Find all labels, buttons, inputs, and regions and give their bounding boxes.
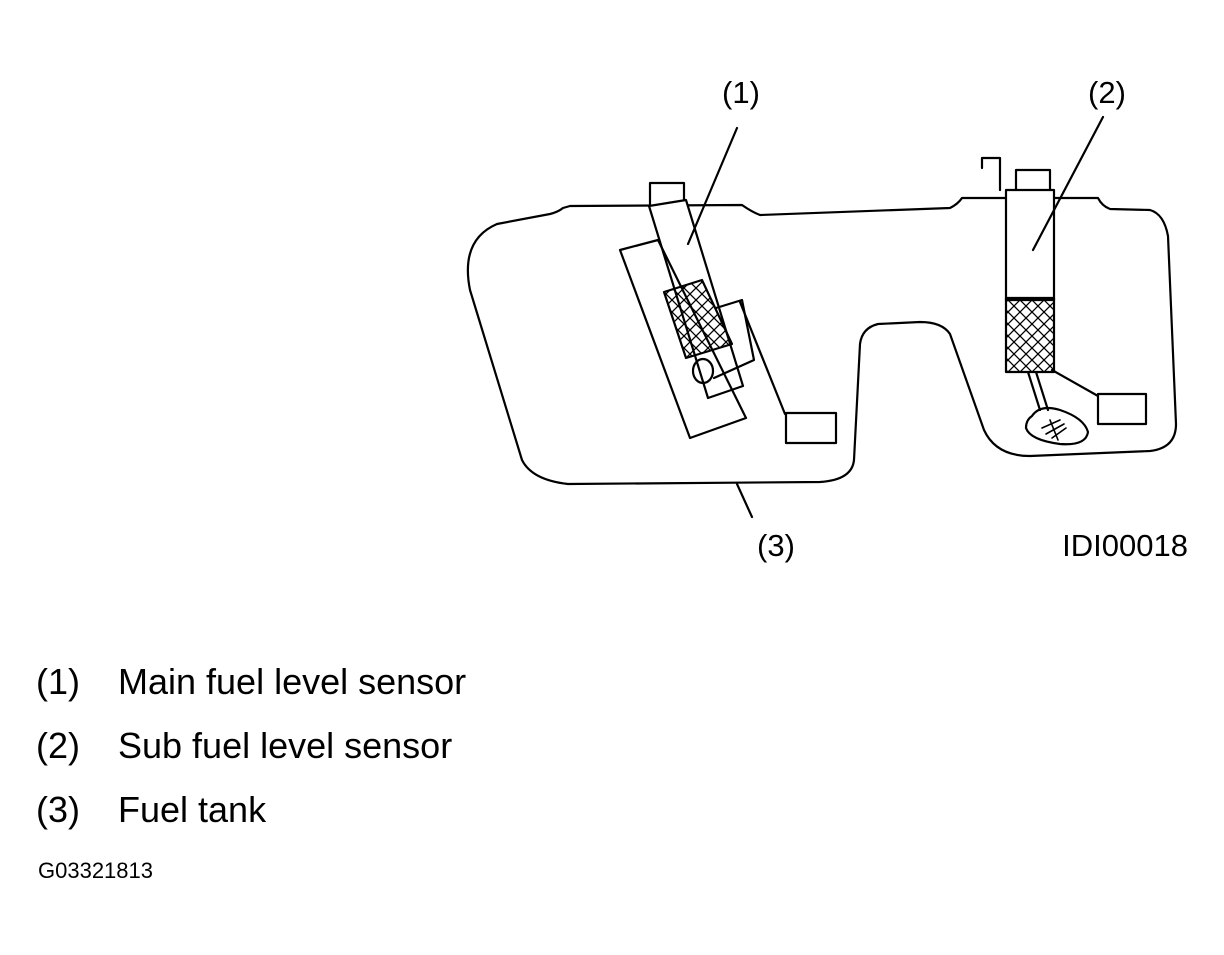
sub-fuel-level-sensor: [980, 156, 1148, 446]
legend-item: (1) Main fuel level sensor: [36, 658, 466, 722]
leader-line-3: [735, 482, 754, 519]
image-code: IDI00018: [1062, 528, 1188, 563]
callout-2: (2): [1088, 75, 1126, 110]
legend-item: (3) Fuel tank: [36, 786, 466, 850]
legend-label: Fuel tank: [118, 789, 267, 830]
legend-label: Sub fuel level sensor: [118, 725, 453, 766]
fuel-tank-outline: [466, 196, 1178, 486]
callout-3: (3): [757, 528, 795, 563]
callout-1: (1): [722, 75, 760, 110]
figure-id: G03321813: [38, 858, 153, 883]
legend-number: (2): [36, 725, 80, 766]
legend: (1) Main fuel level sensor (2) Sub fuel …: [36, 658, 466, 850]
leader-line-2: [1031, 115, 1105, 252]
legend-number: (3): [36, 789, 80, 830]
legend-number: (1): [36, 661, 80, 702]
main-fuel-level-sensor: [618, 181, 838, 445]
legend-item: (2) Sub fuel level sensor: [36, 722, 466, 786]
leader-line-1: [686, 126, 739, 246]
legend-label: Main fuel level sensor: [118, 661, 467, 702]
